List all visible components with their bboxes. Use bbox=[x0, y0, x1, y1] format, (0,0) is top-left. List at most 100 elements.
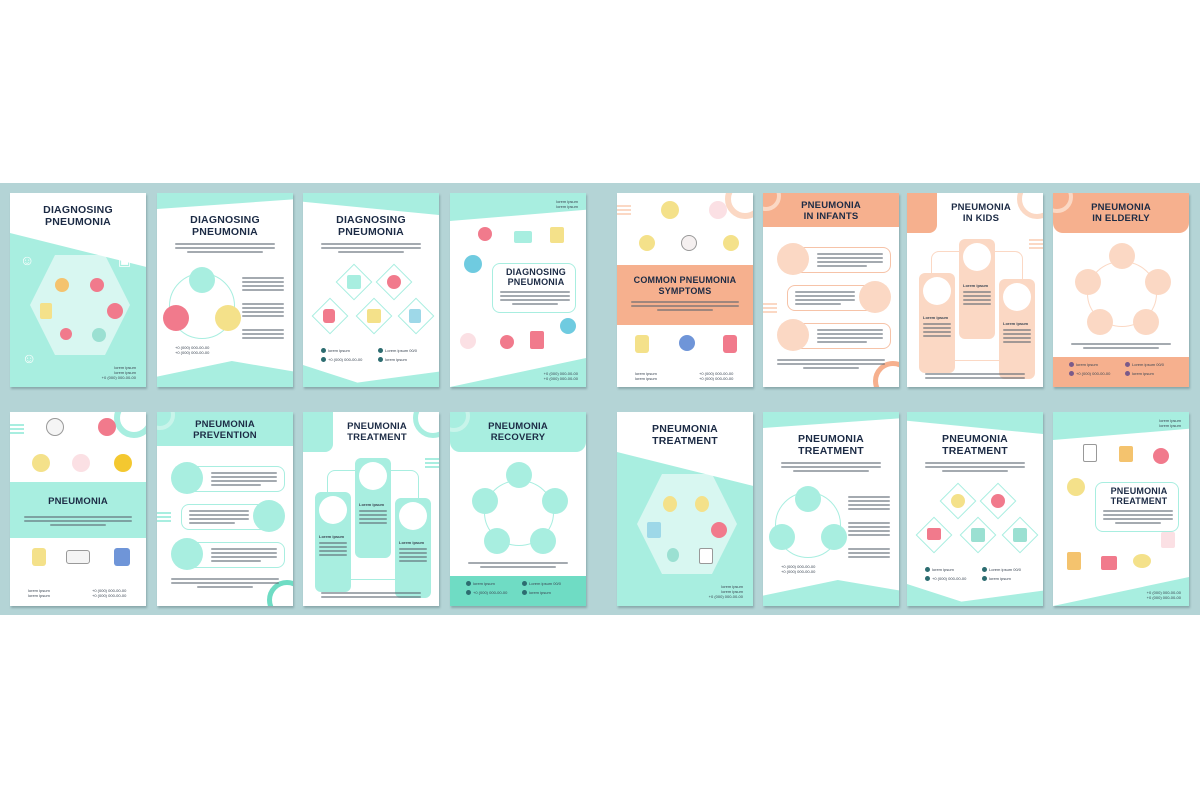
lungs-pills-icon bbox=[711, 522, 727, 538]
mint-footer bbox=[450, 576, 586, 606]
exercise-icon bbox=[795, 486, 821, 512]
stay-home-icon bbox=[484, 528, 510, 554]
phone-number: +0 (000) 000-00-00 bbox=[543, 376, 578, 381]
brochure-treatment-methods[interactable]: PneumoniaTreatment +0 (000) 000-00-00 +0… bbox=[763, 412, 899, 606]
brochure-kids[interactable]: Pneumoniain Kids Lorem ipsum Lorem ipsum… bbox=[907, 193, 1043, 387]
brochure-treatment-tools[interactable]: lorem ipsum lorem ipsum PneumoniaTreatme… bbox=[1053, 412, 1189, 606]
contact-email: lorem ipsum bbox=[473, 581, 495, 586]
brochure-elderly[interactable]: Pneumoniain Elderly lorem ipsum Lorem ip… bbox=[1053, 193, 1189, 387]
title-line2: in Kids bbox=[962, 212, 1000, 224]
title-line2: Pneumonia bbox=[338, 225, 404, 238]
brochure-recovery[interactable]: PneumoniaRecovery lorem ipsum Lorem ipsu… bbox=[450, 412, 586, 606]
hospital-bed-icon bbox=[769, 524, 795, 550]
no-smoking-icon bbox=[253, 500, 285, 532]
mint-header-shape bbox=[303, 193, 439, 215]
phone-number: +0 (000) 000-00-00 bbox=[708, 594, 743, 599]
title-line2: Treatment bbox=[798, 444, 864, 457]
peach-footer bbox=[1053, 357, 1189, 387]
column-label: Lorem ipsum bbox=[1003, 321, 1029, 326]
brochure-diagnosing-methods[interactable]: DiagnosingPneumonia +0 (000) 000-00-00 +… bbox=[157, 193, 293, 387]
blood-pressure-icon bbox=[163, 305, 189, 331]
lungs-icon bbox=[709, 201, 727, 219]
brochure-prevention[interactable]: PneumoniaPrevention bbox=[157, 412, 293, 606]
decorative-ring bbox=[267, 580, 293, 606]
healthy-food-icon bbox=[1067, 478, 1085, 496]
title-line2: Prevention bbox=[193, 429, 257, 441]
hospital-bed-icon bbox=[399, 502, 427, 530]
cough-icon bbox=[723, 235, 739, 251]
stethoscope-icon bbox=[189, 267, 215, 293]
decorative-ring bbox=[1017, 193, 1043, 219]
heart-stethoscope-icon bbox=[387, 275, 401, 289]
brochure-diagnosing-cover[interactable]: DiagnosingPneumonia ☺ ▣ ☺ lorem ipsum lo… bbox=[10, 193, 146, 387]
title-line1: Diagnosing bbox=[190, 214, 260, 226]
doctor-icon: ☺ bbox=[20, 252, 35, 268]
chest-pain-icon bbox=[681, 235, 697, 251]
contact-email: lorem ipsum bbox=[1076, 362, 1098, 367]
prescription-icon bbox=[699, 548, 713, 564]
thermometer-icon bbox=[215, 305, 241, 331]
column-label: Lorem ipsum bbox=[963, 283, 989, 288]
title-line1: Pneumonia bbox=[1091, 202, 1151, 213]
title-line2: Pneumonia bbox=[45, 215, 111, 228]
title-line1: Diagnosing bbox=[336, 214, 406, 226]
fatigue-icon bbox=[635, 335, 649, 353]
contact-email: lorem ipsum bbox=[932, 567, 954, 572]
medicine-hand-icon bbox=[319, 496, 347, 524]
phone-number: +0 (000) 000-00-00 bbox=[473, 590, 508, 595]
vitamins-icon bbox=[171, 462, 203, 494]
contact-line: lorem ipsum bbox=[28, 593, 50, 598]
contact-address: Lorem ipsum 00/0 bbox=[385, 348, 418, 353]
decorative-ring bbox=[1053, 193, 1073, 213]
mint-header-shape bbox=[907, 412, 1043, 434]
contact-address: Lorem ipsum 00/0 bbox=[989, 567, 1022, 572]
peach-header bbox=[763, 193, 899, 227]
brochure-infants[interactable]: Pneumoniain Infants bbox=[763, 193, 899, 387]
brochure-treatment-cover[interactable]: PneumoniaTreatment lorem ipsum lorem ips… bbox=[617, 412, 753, 606]
brochure-diagnosing-tools[interactable]: lorem ipsum lorem ipsum DiagnosingPneumo… bbox=[450, 193, 586, 387]
sneeze-icon bbox=[723, 335, 737, 353]
lungs-body-icon bbox=[92, 328, 106, 342]
child-virus-icon bbox=[923, 277, 951, 305]
pill-bottle-icon bbox=[472, 488, 498, 514]
phone-number: +0 (000) 000-00-00 bbox=[175, 345, 210, 350]
header-text: lorem ipsum bbox=[1159, 423, 1181, 428]
title-line1: Common Pneumonia bbox=[633, 275, 737, 285]
nurse-icon bbox=[663, 496, 677, 512]
brochure-treatment-home[interactable]: PneumoniaTreatment lorem ipsum Lorem ips… bbox=[907, 412, 1043, 606]
elderly-woman-icon bbox=[1145, 269, 1171, 295]
contact-line: lorem ipsum bbox=[721, 589, 743, 594]
title-line1: Pneumonia bbox=[48, 496, 108, 507]
phone-number: +0 (000) 000-00-00 bbox=[699, 376, 734, 381]
title-line2: Treatment bbox=[652, 434, 718, 447]
grandpa-icon bbox=[1133, 309, 1159, 335]
monitor-icon bbox=[514, 231, 532, 243]
syringe-icon bbox=[500, 335, 514, 349]
phone-number: +0 (000) 000-00-00 bbox=[175, 350, 210, 355]
peach-band bbox=[617, 265, 753, 325]
test-tube-icon bbox=[323, 309, 335, 323]
column-label: Lorem ipsum bbox=[319, 534, 345, 539]
title-line2: Pneumonia bbox=[507, 277, 565, 287]
brochure-treatment-columns[interactable]: PneumoniaTreatment Lorem ipsum Lorem ips… bbox=[303, 412, 439, 606]
title-frame bbox=[1095, 482, 1179, 532]
title-line2: Pneumonia bbox=[192, 225, 258, 238]
brochure-common-symptoms[interactable]: Common PneumoniaSymptoms lorem ipsum lor… bbox=[617, 193, 753, 387]
clipboard-heart-icon bbox=[550, 227, 564, 243]
title-line1: Pneumonia bbox=[195, 419, 255, 430]
clipboard-icon bbox=[367, 309, 381, 323]
decorative-ring bbox=[725, 193, 753, 219]
calendar-icon bbox=[506, 462, 532, 488]
phone-number: +0 (000) 000-00-00 bbox=[781, 564, 816, 569]
fatigue-icon bbox=[32, 548, 46, 566]
brochure-diagnosing-tests[interactable]: DiagnosingPneumonia lorem ipsum Lorem ip… bbox=[303, 193, 439, 387]
cough-head-icon bbox=[46, 418, 64, 436]
child-parent-icon bbox=[1003, 283, 1031, 311]
contact-email: lorem ipsum bbox=[328, 348, 350, 353]
brochure-pneumonia[interactable]: Pneumonia lorem ipsum lorem ipsum +0 (00… bbox=[10, 412, 146, 606]
contact-line: lorem ipsum bbox=[28, 588, 50, 593]
title-line2: in Elderly bbox=[1092, 212, 1150, 224]
microscope-icon bbox=[347, 275, 361, 289]
pills-chart-icon bbox=[647, 522, 661, 538]
title-line1: Pneumonia bbox=[652, 423, 718, 435]
